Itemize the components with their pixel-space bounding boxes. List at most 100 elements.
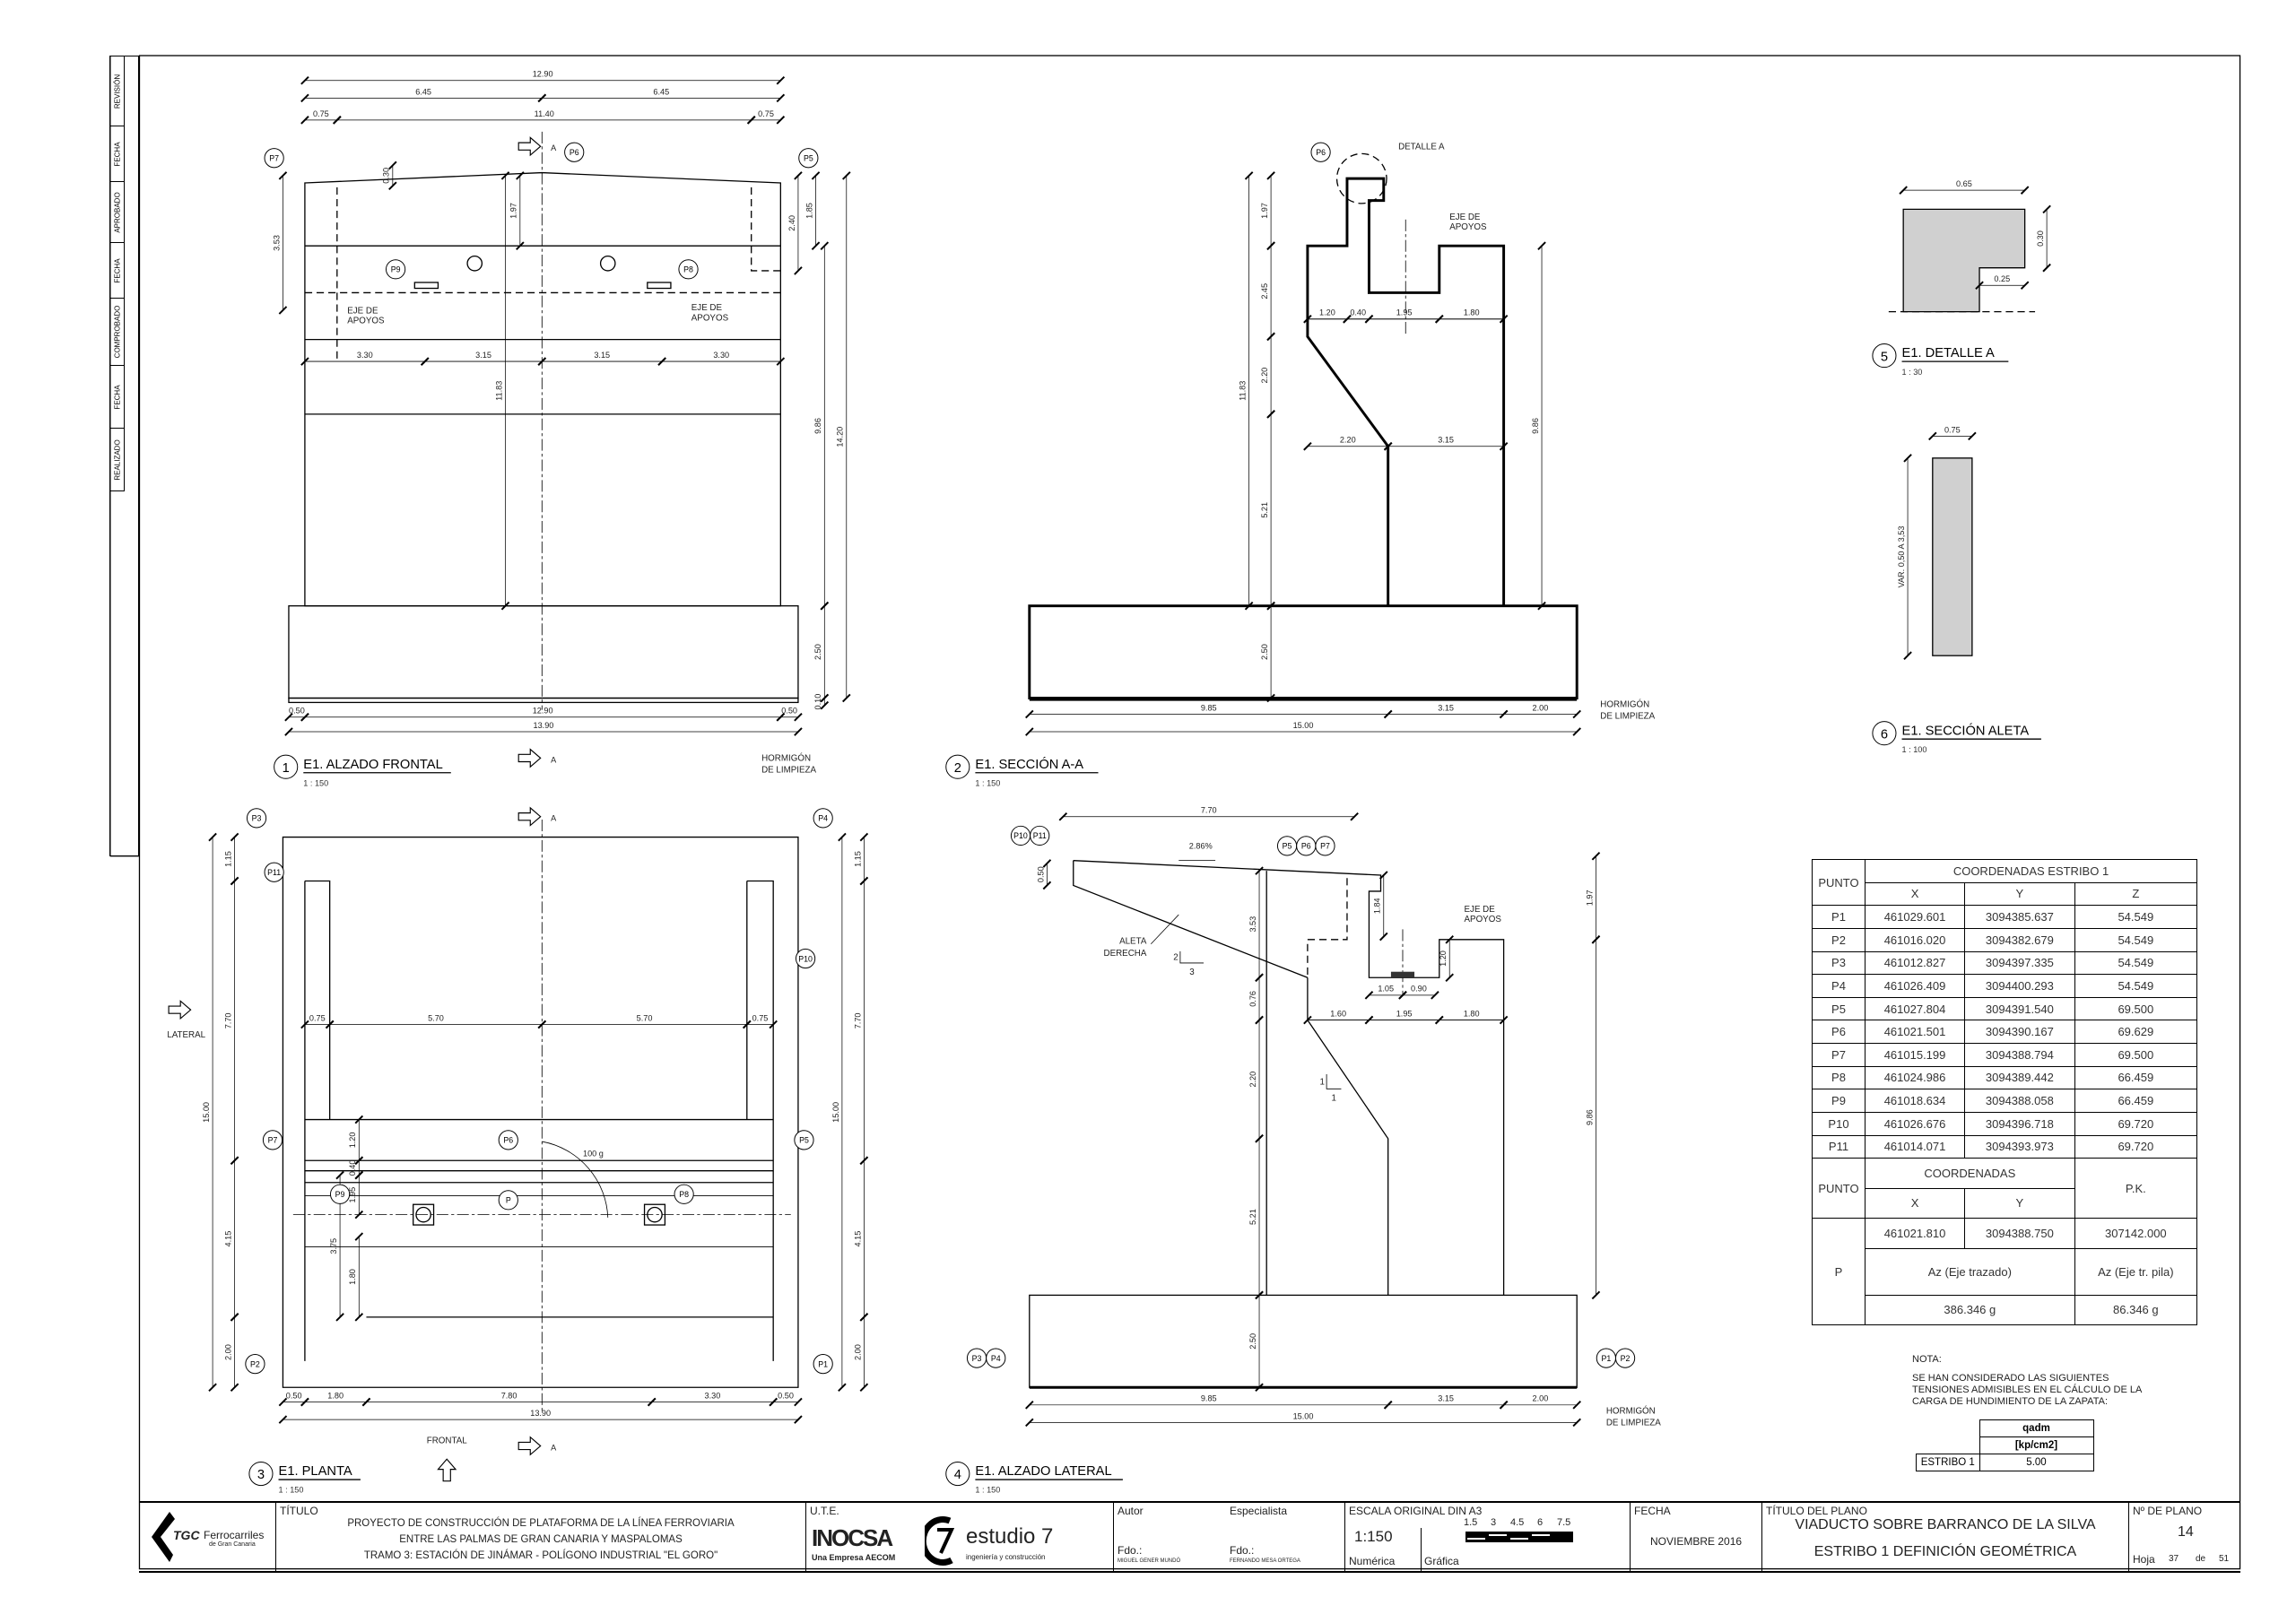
dimension-tick (1499, 315, 1509, 324)
dimension-tick (1431, 991, 1439, 1000)
numerica-label: Numérica (1349, 1555, 1396, 1567)
dimension-label: 3.53 (1248, 916, 1257, 933)
header-y: Y (1964, 881, 2075, 907)
dimension-tick (1499, 1015, 1509, 1025)
hormigon-limpieza-label: DE LIMPIEZA (1606, 1419, 1661, 1428)
dimension-tick (1903, 651, 1912, 660)
point-p-label: P (1812, 1218, 1866, 1325)
point-marker-label: P7 (269, 154, 279, 163)
dimension-label: 0.25 (1994, 274, 2010, 283)
dimension-tick (1975, 281, 1984, 291)
lateral-arrow-icon (168, 1000, 192, 1020)
dimension-label: 5.70 (637, 1013, 653, 1022)
dimension-tick (1266, 601, 1275, 611)
angle-label: 100 g (583, 1149, 604, 1158)
header-x: X (1864, 1187, 1966, 1219)
scale-tick: 3 (1491, 1517, 1497, 1528)
coord-z: 69.720 (2074, 1111, 2198, 1136)
point-marker (794, 1130, 814, 1150)
dimension-tick (537, 1020, 547, 1029)
dimension-label: 15.00 (1293, 1411, 1314, 1420)
dimension-label: 15.00 (831, 1102, 840, 1123)
titulo-line: TRAMO 3: ESTACIÓN DE JINÁMAR - POLÍGONO … (363, 1550, 718, 1561)
dimension-tick (388, 161, 397, 170)
view-title: E1. ALZADO FRONTAL (303, 758, 442, 772)
dimension-label: 9.86 (1531, 418, 1540, 434)
dimension-label: 0.50 (781, 707, 797, 716)
dimension-tick (820, 601, 830, 611)
dimension-label: 1.20 (1439, 950, 1448, 967)
point-name: P3 (1812, 950, 1866, 976)
dimension-label: 0.75 (1944, 425, 1961, 434)
fecha-value: NOVIEMBRE 2016 (1650, 1535, 1743, 1548)
point-marker-label: P7 (268, 1136, 278, 1145)
dimension-tick (1303, 1015, 1312, 1025)
revision-label: FECHA (113, 384, 121, 410)
dimension-tick (1255, 1015, 1264, 1025)
dimension-label: 1.80 (1464, 1009, 1480, 1018)
point-marker-label: P11 (267, 868, 281, 877)
view-seccion-a-a (1028, 152, 1578, 701)
header-y: Y (1964, 1187, 2075, 1219)
point-marker-label: P7 (1320, 842, 1330, 851)
view-title: E1. ALZADO LATERAL (975, 1464, 1111, 1479)
title-block: TGC Ferrocarriles de Gran Canaria TÍTULO… (139, 1501, 2240, 1573)
dimension-label: 7.70 (223, 1013, 232, 1029)
point-marker-label: P3 (972, 1354, 982, 1363)
point-marker-label: P3 (252, 814, 262, 823)
dimension-label: 4.15 (223, 1231, 232, 1247)
section-arrow-icon (517, 748, 542, 768)
dimension-tick (794, 727, 803, 736)
point-marker (498, 1190, 518, 1211)
hoja-value: 37 (2169, 1554, 2179, 1564)
dimension-tick (1591, 1290, 1601, 1300)
dimension-tick (230, 876, 239, 886)
dimension-tick (208, 1383, 217, 1393)
dimension-tick (230, 1383, 239, 1393)
dimension-label: 0.50 (289, 707, 305, 716)
dimension-tick (284, 712, 293, 722)
dimension-tick (420, 357, 430, 366)
dimension-tick (1266, 693, 1275, 703)
coord-y: 3094396.718 (1964, 1111, 2075, 1136)
dimension-tick (1266, 171, 1275, 180)
especialista-label: Especialista (1230, 1505, 1288, 1517)
dimension-tick (776, 116, 786, 125)
ute-label: U.T.E. (810, 1505, 839, 1517)
view-scale: 1 : 30 (1902, 368, 1923, 377)
point-name: P11 (1812, 1134, 1866, 1159)
point-marker-label: P2 (1621, 1354, 1631, 1363)
dimension-tick (325, 1020, 335, 1029)
slope-symbol (1326, 1073, 1342, 1089)
coord-z: 66.459 (2074, 1089, 2198, 1113)
point-marker-label: P5 (1283, 842, 1292, 851)
point-marker (386, 259, 406, 280)
dimension-tick (1255, 1383, 1264, 1393)
escala-cell: ESCALA ORIGINAL DIN A3 1:150 Numérica Gr… (1344, 1503, 1630, 1571)
coord-x: 461015.199 (1864, 1043, 1966, 1067)
titulo-cell: TÍTULO PROYECTO DE CONSTRUCCIÓN DE PLATA… (275, 1503, 805, 1571)
dimension-label: 9.85 (1201, 703, 1217, 712)
inocsa-logo: INOCSA (812, 1524, 893, 1551)
dimension-tick (859, 1156, 869, 1166)
dimension-tick (838, 832, 847, 842)
dimension-label: 11.83 (494, 381, 503, 401)
dimension-tick (1537, 241, 1546, 250)
dimension-label: 1.15 (223, 851, 232, 867)
point-p-x: 461021.810 (1864, 1218, 1966, 1249)
view-number-badge (1872, 343, 1897, 369)
point-marker (1030, 825, 1050, 846)
dimension-label: 9.86 (1585, 1109, 1594, 1125)
section-arrow-icon (517, 806, 542, 827)
numero-plano-label: Nº DE PLANO (2133, 1505, 2203, 1517)
point-marker-label: P2 (250, 1359, 260, 1368)
titulo-plano-line2: ESTRIBO 1 DEFINICIÓN GEOMÉTRICA (1813, 1544, 2077, 1559)
point-marker-label: P10 (1013, 831, 1028, 840)
dimension-tick (1364, 1015, 1374, 1025)
dimension-tick (1343, 315, 1352, 324)
dimension-tick (1572, 727, 1581, 736)
